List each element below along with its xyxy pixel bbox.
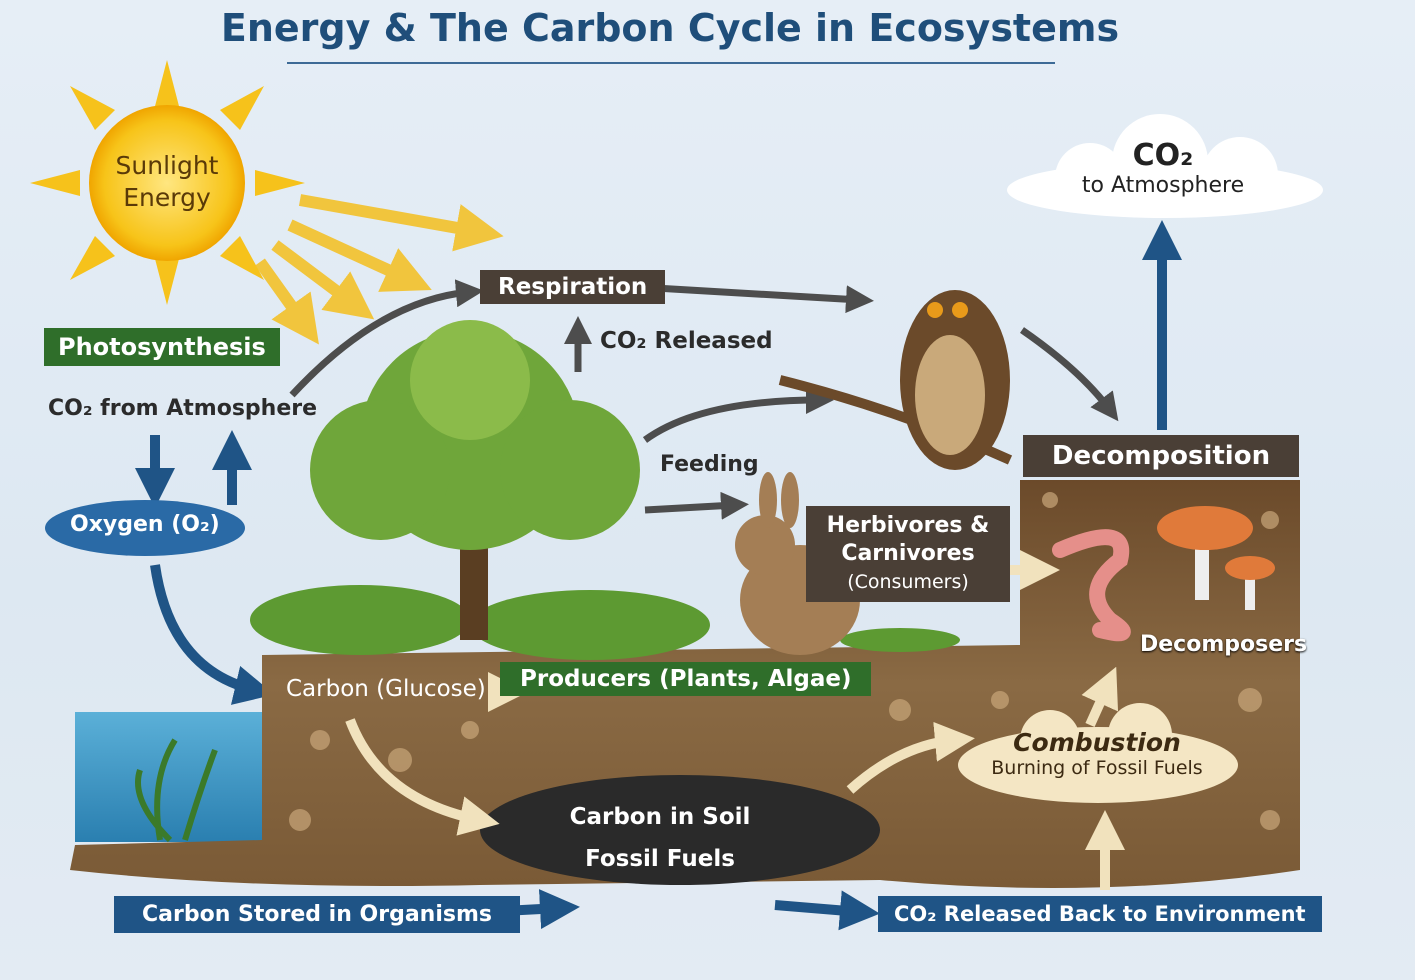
- oxygen-label: Oxygen (O₂): [70, 512, 220, 537]
- page-title: Energy & The Carbon Cycle in Ecosystems: [220, 6, 1120, 50]
- consumers-line-3: (Consumers): [847, 571, 969, 593]
- sun-line-2: Energy: [123, 183, 211, 212]
- photosynthesis-label: Photosynthesis: [44, 328, 280, 366]
- combustion-cloud: [958, 703, 1238, 803]
- sun-line-1: Sunlight: [115, 151, 219, 180]
- carbon-stored-label: Carbon Stored in Organisms: [114, 896, 521, 933]
- soil-line-1: Carbon in Soil: [569, 804, 751, 830]
- consumers-line-1: Herbivores &: [826, 513, 990, 538]
- mushrooms-icon: [1157, 506, 1275, 610]
- consumers-line-2: Carnivores: [841, 541, 975, 566]
- decomposition-label: Decomposition: [1023, 435, 1299, 477]
- co2-released-label: CO₂ Released: [600, 328, 773, 354]
- co2-cloud-line-1: CO₂: [1132, 138, 1194, 173]
- respiration-label: Respiration: [480, 270, 666, 304]
- carbon-glucose-label: Carbon (Glucose): [286, 676, 486, 702]
- soil-line-2: Fossil Fuels: [585, 846, 735, 872]
- worm-icon: [1052, 529, 1131, 642]
- combustion-subtitle: Burning of Fossil Fuels: [991, 757, 1203, 779]
- fossil-fuel-deposit: [480, 775, 880, 885]
- decomposers-label: Decomposers: [1140, 632, 1308, 657]
- consumers-label: Herbivores & Carnivores (Consumers): [806, 506, 1010, 602]
- co2-released-back-label: CO₂ Released Back to Environment: [878, 896, 1322, 932]
- tree-canopy: [310, 320, 640, 550]
- title-underline: [287, 62, 1055, 64]
- producers-label: Producers (Plants, Algae): [500, 662, 872, 696]
- plants: [250, 585, 960, 660]
- water: [75, 712, 270, 842]
- combustion-title: Combustion: [1013, 728, 1181, 757]
- co2-cloud-line-2: to Atmosphere: [1081, 173, 1245, 198]
- owl-icon: [900, 290, 1010, 470]
- oxygen-cloud: [45, 500, 245, 556]
- co2-cloud: [1007, 114, 1323, 218]
- feeding-label: Feeding: [660, 452, 759, 477]
- sun-icon: [30, 60, 305, 305]
- co2-from-atmosphere-label: CO₂ from Atmosphere: [48, 396, 318, 421]
